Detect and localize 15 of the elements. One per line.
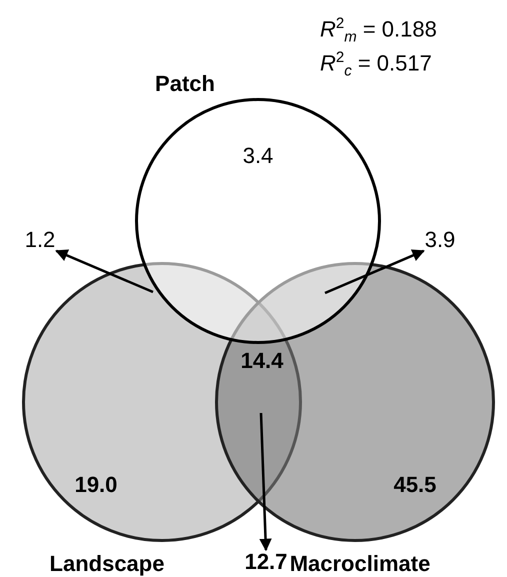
value-label: 1.2 [24, 229, 56, 251]
value-label: 14.4 [240, 350, 284, 372]
set-label: Patch [155, 73, 215, 95]
region-value: 3.4 [242, 145, 274, 167]
statistic-label: R$^{2}$$_{m}$ = 0.188 [320, 16, 437, 45]
region-value: 45.5 [394, 474, 436, 496]
set-label: Landscape [50, 553, 164, 575]
statistic-label: R$^{2}$$_{c}$ = 0.517 [320, 50, 432, 79]
value-label: 12.7 [244, 551, 288, 573]
region-value: 19.0 [74, 474, 118, 496]
arrow [55, 250, 154, 294]
value-label: 3.9 [424, 229, 456, 251]
set-label: Macroclimate [290, 553, 430, 575]
arrow [324, 250, 425, 294]
arrow [259, 412, 272, 552]
